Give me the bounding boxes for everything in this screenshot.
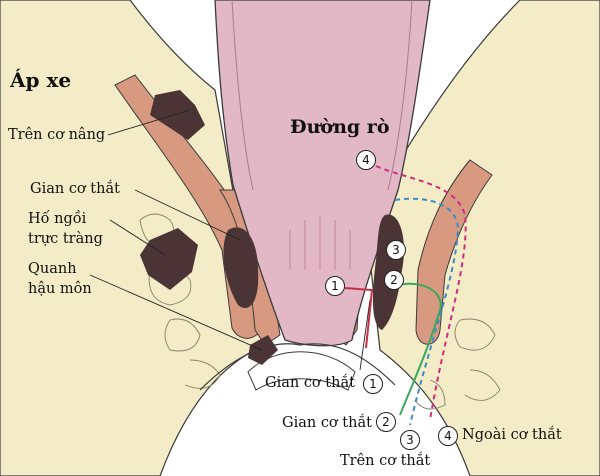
label-fistula-2: Gian cơ thắt — [282, 415, 372, 431]
label-ischiorectal-2: trực tràng — [28, 231, 103, 247]
label-intersphincteric-abscess: Gian cơ thắt — [30, 181, 120, 197]
tract-suprasphincteric — [394, 197, 460, 426]
perineal-skin — [199, 343, 396, 391]
label-perianal-1: Quanh — [28, 261, 77, 277]
tract-transsphincteric — [397, 282, 442, 416]
marker-3-pocket: 3 — [386, 240, 406, 260]
abscess-title: Áp xe — [10, 68, 72, 92]
fistula-title: Đường rò — [290, 116, 390, 138]
abscess-ischiorectal — [140, 228, 198, 290]
marker-3-label: 3 — [400, 430, 420, 450]
label-fistula-1: Gian cơ thắt — [265, 375, 355, 391]
abscess-levator — [150, 90, 205, 140]
tract-intersphincteric — [344, 287, 374, 349]
rectal-wall-inner — [231, 0, 413, 191]
label-ischiorectal-1: Hố ngồi — [28, 211, 87, 227]
rectal-folds — [289, 215, 351, 270]
marker-4-top: 4 — [356, 150, 376, 170]
abscess-intersphincteric — [223, 227, 259, 309]
tract-extrasphincteric — [367, 161, 467, 421]
label-perianal-2: hậu môn — [28, 281, 92, 297]
fat-lobules — [139, 213, 501, 410]
rectal-lumen — [214, 0, 431, 347]
label-fistula-3: Trên cơ thắt — [340, 453, 431, 469]
marker-2-label: 2 — [376, 412, 396, 432]
marker-1-label: 1 — [363, 374, 383, 394]
marker-2-pocket: 2 — [384, 270, 404, 290]
label-levator: Trên cơ nâng — [8, 127, 106, 143]
marker-1-pocket: 1 — [325, 276, 345, 296]
leader-lines — [89, 109, 371, 371]
anal-opening — [247, 351, 356, 391]
label-fistula-4: Ngoài cơ thắt — [462, 427, 562, 443]
abscess-perianal — [248, 335, 278, 365]
marker-4-label: 4 — [438, 426, 458, 446]
